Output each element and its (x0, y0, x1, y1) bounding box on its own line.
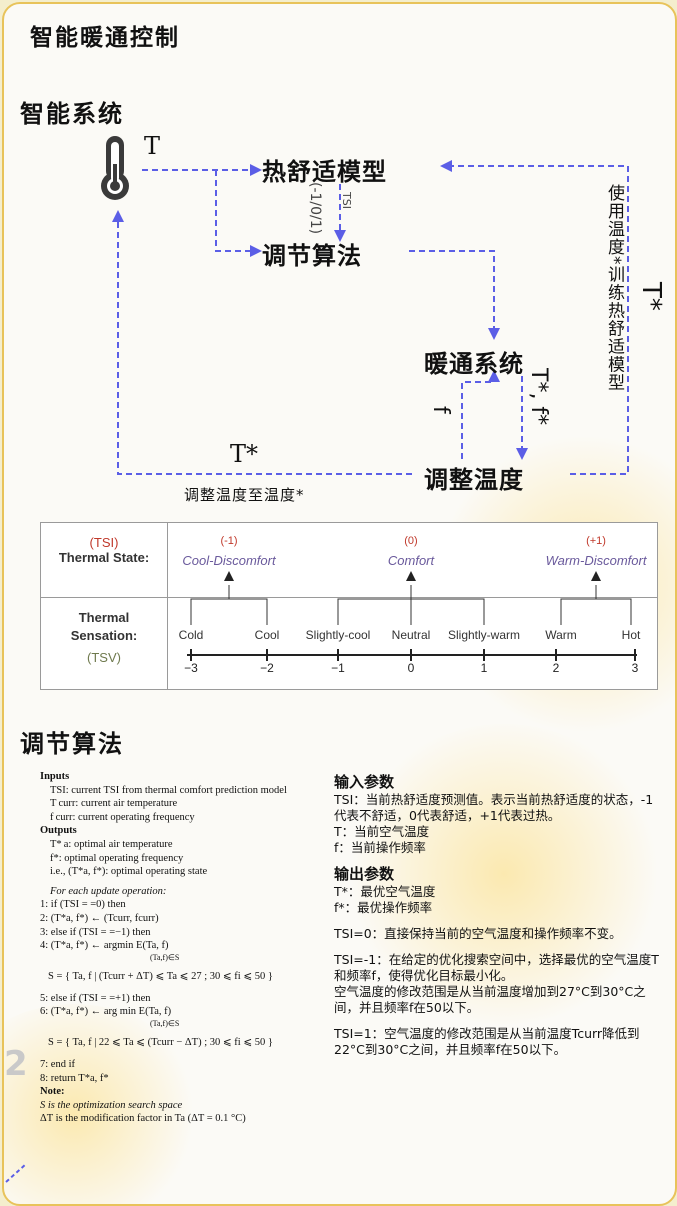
section-title-system: 智能系统 (20, 100, 124, 128)
flow-diagram (112, 160, 629, 475)
case-tsi-neg1-range: 空气温度的修改范围是从当前温度增加到27°C到30°C之间，并且频率f在50以下… (334, 984, 646, 1015)
algorithm-listing: Inputs TSI: current TSI from thermal com… (40, 771, 287, 1125)
f-description: f：当前操作频率 (334, 840, 426, 855)
label-t-star-bottom: T* (230, 440, 259, 468)
label-tsi-values: (-1/0/1) (307, 182, 323, 235)
label-bottom-caption: 调整温度至温度* (184, 486, 305, 504)
thermal-scale-table: (TSI) Thermal State: Thermal Sensation: … (40, 522, 658, 690)
tick-label: −1 (331, 661, 345, 675)
arrow-adjust-to-hvac (461, 370, 500, 459)
state-label-warm-discomfort: Warm-Discomfort (545, 553, 647, 568)
output-heading: 输出参数 (334, 865, 395, 883)
scale-graphic (187, 571, 637, 661)
state-value-cool: (-1) (220, 535, 238, 547)
sensation-cool: Cool (254, 628, 280, 642)
sensation-warm: Warm (545, 628, 577, 642)
row-label-thermal-state: (TSI) Thermal State: (58, 535, 150, 565)
label-t-star-f-star: T*, f* (526, 368, 551, 426)
node-comfort-model: 热舒适模型 (262, 158, 387, 186)
node-adjust-algorithm: 调节算法 (262, 242, 362, 270)
label-f: f (428, 406, 453, 414)
background-blob (344, 724, 664, 1024)
state-value-warm: (+1) (586, 535, 606, 547)
thermometer-icon (101, 136, 129, 200)
t-description: T：当前空气温度 (334, 824, 430, 839)
sensation-slightly-cool: Slightly-cool (305, 628, 371, 642)
input-heading: 输入参数 (334, 773, 395, 791)
label-t-star-right: T* (636, 282, 666, 311)
corner-stroke-icon (5, 1163, 27, 1183)
tick-label: 3 (631, 661, 639, 675)
corner-number: 2 (4, 1044, 28, 1084)
case-tsi-pos1: TSI=1：空气温度的修改范围是从当前温度Tcurr降低到22°C到30°C之间… (334, 1026, 640, 1057)
sensation-hot: Hot (621, 628, 641, 642)
section-title-algorithm: 调节算法 (20, 730, 124, 758)
node-adjust-temperature: 调整温度 (424, 466, 524, 494)
sensation-neutral: Neutral (391, 628, 431, 642)
fstar-description: f*：最优操作频率 (334, 900, 433, 915)
tstar-description: T*：最优空气温度 (334, 884, 436, 899)
column-divider (167, 523, 168, 689)
row-divider (41, 597, 657, 598)
state-label-comfort: Comfort (387, 553, 435, 568)
page-title: 智能暖通控制 (30, 25, 180, 51)
sensation-cold: Cold (178, 628, 204, 642)
node-hvac-system: 暖通系统 (424, 350, 524, 378)
state-label-cool-discomfort: Cool-Discomfort (182, 553, 276, 568)
label-train-model: 使用温度*训练热舒适模型 (604, 184, 624, 392)
arrow-t-to-algo (215, 170, 262, 257)
tick-label: 1 (480, 661, 488, 675)
tick-label: 2 (552, 661, 560, 675)
label-t-input: T (144, 132, 161, 160)
arrow-feedback-to-system (112, 210, 412, 475)
arrow-feedback-to-model (440, 160, 629, 475)
arrow-algo-to-hvac (409, 250, 500, 340)
tick-label: −2 (260, 661, 274, 675)
tsi-description: TSI：当前热舒适度预测值。表示当前热舒适度的状态，-1代表不舒适，0代表舒适，… (334, 792, 654, 823)
algorithm-description: 输入参数 TSI：当前热舒适度预测值。表示当前热舒适度的状态，-1代表不舒适，0… (334, 774, 664, 1058)
case-tsi-neg1: TSI=-1：在给定的优化搜索空间中，选择最优的空气温度T和频率f，使得优化目标… (334, 952, 659, 983)
row-label-thermal-sensation: Thermal Sensation: (TSV) (70, 610, 138, 665)
tick-label: −3 (184, 661, 198, 675)
label-tsi: TSI (340, 192, 353, 209)
tick-label: 0 (407, 661, 415, 675)
state-value-comfort: (0) (404, 535, 418, 547)
sensation-slightly-warm: Slightly-warm (447, 628, 521, 642)
case-tsi-0: TSI=0：直接保持当前的空气温度和操作频率不变。 (334, 926, 622, 941)
